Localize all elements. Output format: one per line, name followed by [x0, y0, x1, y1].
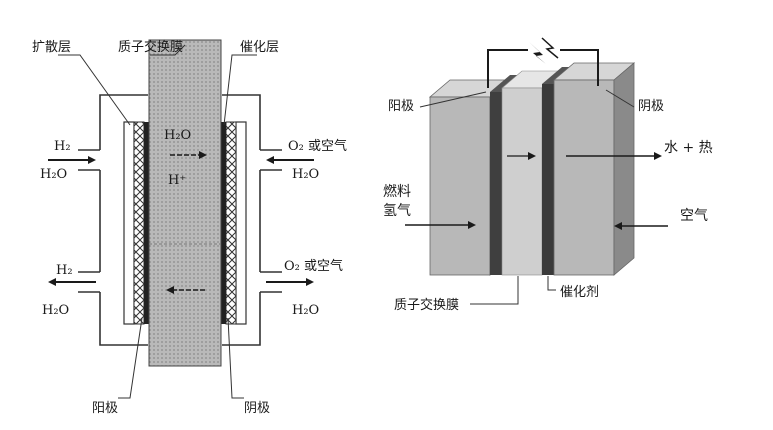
spark-icon: [541, 37, 559, 59]
label-h2o-center: H₂O: [164, 128, 191, 143]
label-h2o-right-bottom: H₂O: [292, 303, 319, 318]
label-o2-top: O₂ 或空气: [288, 138, 347, 154]
label-diffusion-layer: 扩散层: [32, 40, 71, 55]
cathode-flow-channel: [235, 121, 247, 325]
label-o2-bottom: O₂ 或空气: [284, 258, 343, 274]
label-anode-right: 阳极: [388, 99, 414, 114]
cathode-plate: [552, 62, 636, 276]
label-cathode-right: 阴极: [638, 99, 664, 114]
label-h2-top: H₂: [54, 139, 71, 154]
label-h2o-left-bottom: H₂O: [42, 303, 69, 318]
anode-flow-channel: [123, 121, 135, 325]
anode-diffusion-layer: [133, 121, 145, 325]
right-leader-lines: [419, 89, 635, 305]
label-h2-bottom: H₂: [56, 263, 73, 278]
label-catalyst: 催化剂: [560, 285, 599, 300]
label-anode-left: 阳极: [92, 401, 118, 416]
label-h2o-right-top: H₂O: [292, 167, 319, 182]
label-pem-left: 质子交换膜: [118, 39, 183, 55]
label-catalyst-layer: 催化层: [240, 40, 279, 55]
label-h2o-left-top: H₂O: [40, 167, 67, 182]
label-h-plus: H⁺: [168, 173, 186, 188]
label-fuel: 燃料: [383, 183, 411, 200]
left-diagram: 扩散层 质子交换膜 催化层 H₂O H⁺ H₂ H₂O O₂ 或空气 H₂O H…: [32, 39, 347, 416]
anode-catalyst-layer: [144, 122, 149, 324]
proton-exchange-membrane: [148, 39, 222, 367]
cathode-diffusion-layer: [225, 121, 237, 325]
cathode-catalyst-layer: [221, 122, 226, 324]
label-water-heat: 水 + 热: [664, 140, 713, 156]
housing-outline: [78, 94, 282, 346]
label-air: 空气: [680, 208, 708, 224]
label-cathode-left: 阴极: [244, 401, 270, 416]
external-circuit: [487, 49, 599, 88]
label-pem-right: 质子交换膜: [394, 297, 459, 313]
left-leader-lines: [58, 44, 257, 399]
lightning-bolt-icon: [529, 42, 546, 64]
label-hydrogen: 氢气: [383, 203, 411, 219]
right-diagram: 阳极 阴极 燃料 氢气 水 + 热 空气 质子交换膜 催化剂: [383, 37, 713, 313]
